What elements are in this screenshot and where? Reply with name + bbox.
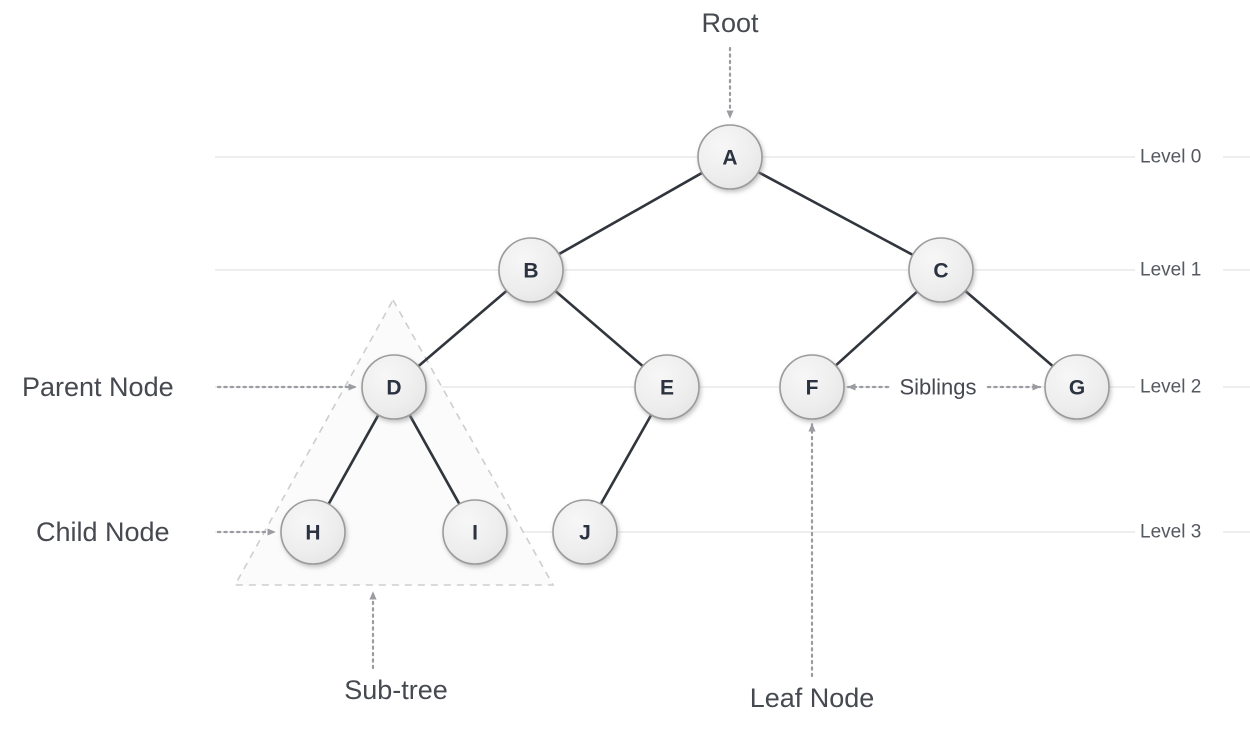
level-labels: Level 0 Level 1 Level 2 Level 3 — [1135, 146, 1223, 543]
level-label-backdrop-3 — [1135, 521, 1223, 543]
edge-E-J — [598, 412, 654, 507]
tree-node-d[interactable]: D — [361, 354, 427, 420]
node-circle-d — [361, 354, 427, 420]
edge-A-B — [556, 171, 705, 256]
edge-B-D — [416, 288, 509, 369]
node-letter-h: H — [305, 522, 320, 545]
node-letter-b: B — [523, 260, 538, 283]
node-letter-j: J — [579, 522, 591, 545]
node-circle-h — [280, 499, 346, 565]
node-letter-a: A — [722, 147, 737, 170]
tree-node-h[interactable]: H — [280, 499, 346, 565]
level-label-1: Level 1 — [1140, 260, 1201, 281]
node-letter-d: D — [386, 377, 401, 400]
tree-nodes: A B C D E F G H I J — [280, 124, 1110, 565]
node-letter-i: I — [472, 522, 478, 545]
level-label-backdrop-0 — [1135, 146, 1223, 168]
annotation-label-siblings: Siblings — [899, 375, 976, 400]
annotation-label-child-node: Child Node — [36, 517, 170, 547]
edge-C-G — [963, 288, 1055, 369]
node-circle-b — [498, 237, 564, 303]
edge-C-F — [833, 289, 920, 368]
level-label-3: Level 3 — [1140, 522, 1201, 543]
edge-A-C — [756, 170, 915, 257]
node-letter-e: E — [660, 377, 674, 400]
node-circle-e — [634, 354, 700, 420]
tree-node-a[interactable]: A — [697, 124, 763, 190]
annotation-label-root: Root — [701, 8, 759, 38]
node-circle-g — [1044, 354, 1110, 420]
annotation-label-sub-tree: Sub-tree — [344, 675, 448, 705]
node-letter-f: F — [806, 377, 819, 400]
node-circle-j — [552, 499, 618, 565]
annotation-arrows — [216, 46, 1042, 678]
node-circle-i — [442, 499, 508, 565]
node-circle-f — [779, 354, 845, 420]
tree-node-b[interactable]: B — [498, 237, 564, 303]
level-label-backdrop-2 — [1135, 376, 1223, 398]
node-letter-c: C — [933, 260, 948, 283]
node-letter-g: G — [1069, 377, 1085, 400]
tree-node-f[interactable]: F — [779, 354, 845, 420]
edge-B-E — [553, 288, 645, 369]
edge-D-I — [407, 412, 462, 507]
tree-node-c[interactable]: C — [908, 237, 974, 303]
level-label-0: Level 0 — [1140, 147, 1201, 168]
annotation-label-parent-node: Parent Node — [22, 372, 174, 402]
tree-node-j[interactable]: J — [552, 499, 618, 565]
annotation-backdrop-siblings — [890, 374, 986, 400]
tree-node-e[interactable]: E — [634, 354, 700, 420]
tree-edges — [326, 170, 1055, 507]
node-circle-a — [697, 124, 763, 190]
level-label-2: Level 2 — [1140, 377, 1201, 398]
tree-node-i[interactable]: I — [442, 499, 508, 565]
annotation-label-leaf-node: Leaf Node — [750, 683, 875, 713]
node-circle-c — [908, 237, 974, 303]
level-label-backdrop-1 — [1135, 259, 1223, 281]
edge-D-H — [326, 412, 381, 507]
tree-node-g[interactable]: G — [1044, 354, 1110, 420]
